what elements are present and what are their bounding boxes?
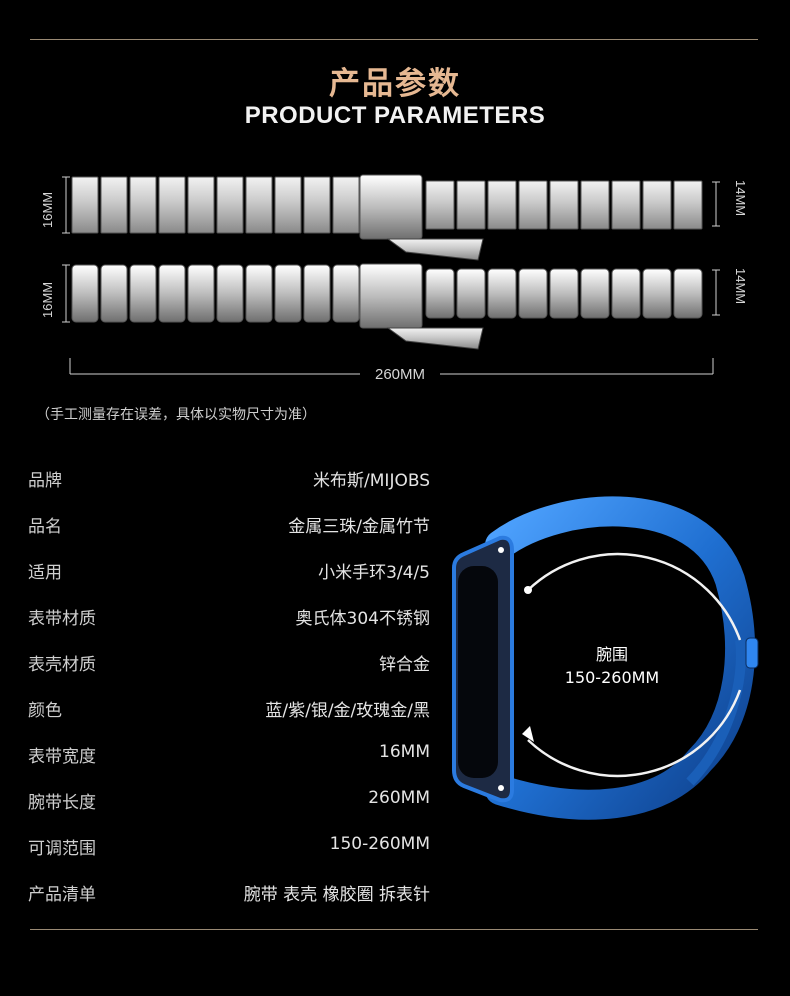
strap-link [274, 176, 302, 234]
spec-value: 奥氏体304不锈钢 [295, 609, 430, 629]
spec-value: 腕带 表壳 橡胶圈 拆表针 [243, 885, 430, 905]
bottom-divider [30, 929, 758, 930]
bottom-right-width: 14MM [733, 268, 748, 304]
spec-label: 表带宽度 [28, 747, 96, 767]
top-strap: 16MM 14MM [40, 174, 748, 261]
strap-link [274, 264, 302, 323]
strap-link [332, 176, 360, 234]
strap-dimension-diagram: 16MM 14MM 16MM 14MM [40, 174, 748, 375]
wrist-circumference-label: 腕围 [595, 645, 628, 664]
strap-link [673, 180, 703, 230]
spec-label: 适用 [28, 563, 62, 583]
spec-label: 可调范围 [28, 839, 96, 859]
spec-label: 腕带长度 [28, 793, 96, 813]
strap-link [425, 268, 455, 319]
strap-link [303, 176, 331, 234]
spec-row-band-length: 腕带长度 260MM [28, 788, 430, 818]
strap-link [518, 268, 548, 319]
strap-link [487, 180, 517, 230]
strap-link [611, 180, 641, 230]
spec-label: 表壳材质 [28, 655, 96, 675]
page-title-cn: 产品参数 [329, 66, 461, 102]
strap-link [158, 264, 186, 323]
strap-link [158, 176, 186, 234]
total-length-label: 260MM [360, 366, 440, 383]
strap-link [549, 180, 579, 230]
strap-link [216, 176, 244, 234]
strap-link [187, 176, 215, 234]
spec-label: 品牌 [28, 471, 62, 491]
strap-link [332, 264, 360, 323]
strap-link [129, 264, 157, 323]
wrist-range-label: 150-260MM [564, 668, 660, 687]
strap-link [518, 180, 548, 230]
strap-link [245, 176, 273, 234]
strap-link [425, 180, 455, 230]
spec-row-compatible: 适用 小米手环3/4/5 [28, 558, 430, 588]
spec-value: 金属三珠/金属竹节 [288, 517, 430, 537]
strap-link [303, 264, 331, 323]
spec-row-case-material: 表壳材质 锌合金 [28, 650, 430, 680]
strap-link [245, 264, 273, 323]
strap-link [456, 268, 486, 319]
spec-label: 品名 [28, 517, 62, 537]
strap-link [611, 268, 641, 319]
strap-link [549, 268, 579, 319]
strap-link [187, 264, 215, 323]
top-right-width: 14MM [733, 180, 748, 216]
strap-link [642, 180, 672, 230]
spec-row-brand: 品牌 米布斯/MIJOBS [28, 466, 430, 496]
top-left-width: 16MM [40, 192, 55, 228]
spec-value: 260MM [368, 788, 430, 808]
spec-row-band-material: 表带材质 奥氏体304不锈钢 [28, 604, 430, 634]
strap-link [456, 180, 486, 230]
spec-row-package-list: 产品清单 腕带 表壳 橡胶圈 拆表针 [28, 880, 430, 910]
strap-link [580, 268, 610, 319]
spec-row-product-name: 品名 金属三珠/金属竹节 [28, 512, 430, 542]
spec-row-color: 颜色 蓝/紫/银/金/玫瑰金/黑 [28, 696, 430, 726]
strap-link [129, 176, 157, 234]
strap-link [71, 176, 99, 234]
spec-value: 16MM [379, 742, 430, 762]
top-divider [30, 39, 758, 40]
strap-link [487, 268, 517, 319]
spec-row-band-width: 表带宽度 16MM [28, 742, 430, 772]
bottom-left-width: 16MM [40, 282, 55, 318]
measurement-note: （手工测量存在误差，具体以实物尺寸为准） [36, 407, 316, 423]
spec-label: 表带材质 [28, 609, 96, 629]
strap-link [100, 176, 128, 234]
strap-link [216, 264, 244, 323]
page-title-en: PRODUCT PARAMETERS [244, 102, 546, 129]
strap-link [673, 268, 703, 319]
spec-value: 锌合金 [379, 655, 430, 675]
spec-value: 米布斯/MIJOBS [313, 471, 430, 491]
spec-label: 产品清单 [28, 885, 96, 905]
spec-label: 颜色 [28, 701, 62, 721]
spec-value: 小米手环3/4/5 [318, 563, 430, 583]
strap-link [100, 264, 128, 323]
spec-row-adjustable-range: 可调范围 150-260MM [28, 834, 430, 864]
spec-value: 蓝/紫/银/金/玫瑰金/黑 [265, 701, 430, 721]
strap-link [580, 180, 610, 230]
bottom-strap: 16MM 14MM [40, 263, 748, 350]
strap-link [71, 264, 99, 323]
spec-value: 150-260MM [329, 834, 430, 854]
strap-link [642, 268, 672, 319]
watch-band-illustration [452, 496, 759, 820]
